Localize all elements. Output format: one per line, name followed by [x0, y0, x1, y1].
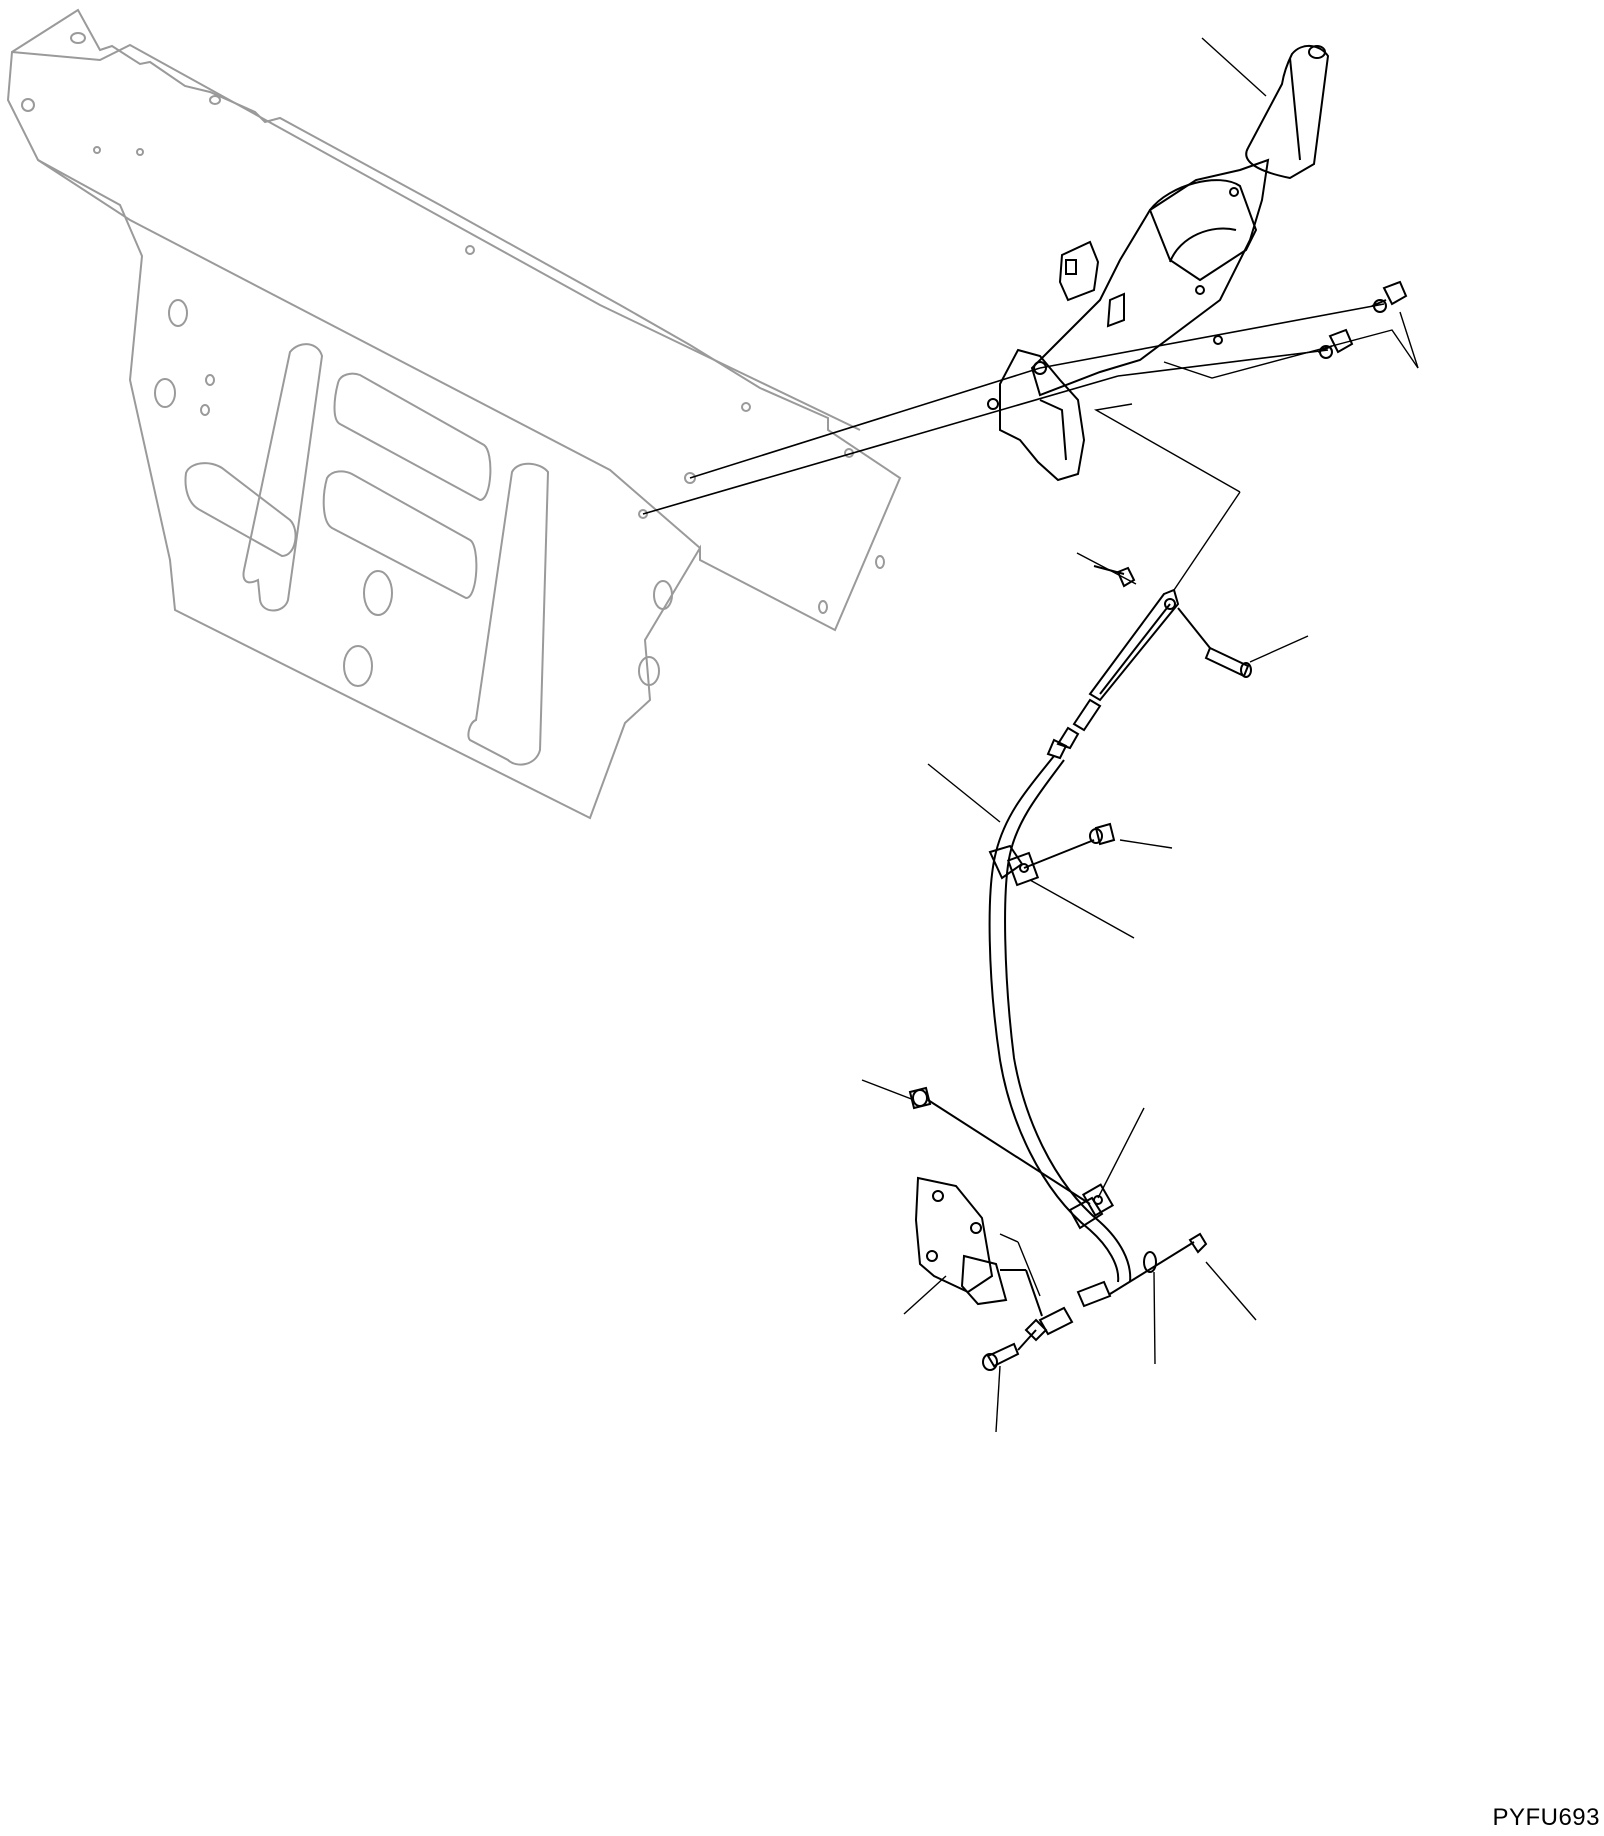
console-panel	[6, 8, 902, 820]
panel-hole	[363, 570, 393, 616]
clamp-bolt	[1094, 822, 1116, 846]
cable-sheath	[988, 755, 1120, 1283]
panel-hole	[638, 509, 648, 519]
callout-washer	[1153, 1271, 1156, 1365]
ratchet-arc	[1169, 227, 1237, 263]
cable-fitting	[1072, 698, 1102, 732]
panel-hole	[684, 472, 696, 484]
panel-hole	[70, 32, 86, 44]
panel-outline	[6, 8, 902, 820]
cotter-pin	[1188, 1232, 1208, 1254]
callout-cable	[927, 763, 1001, 823]
brake-cable	[908, 565, 1252, 1371]
clamp-tab	[1081, 1183, 1115, 1217]
washer	[1143, 1251, 1157, 1273]
cable-clamp-upper	[988, 844, 1024, 880]
callout-clamp	[1029, 879, 1135, 939]
switch-terminal	[1065, 259, 1077, 275]
panel-rib	[322, 470, 478, 600]
lever-body	[1030, 158, 1270, 397]
callout-cable-to-lever	[1093, 403, 1241, 493]
lever-assembly	[987, 45, 1330, 482]
panel-inner-edge	[37, 159, 701, 549]
pawl	[1106, 292, 1125, 328]
cable-bracket	[914, 1176, 1043, 1317]
lower-clevis-pin	[986, 1342, 1020, 1368]
lever-grip-contour	[1289, 57, 1301, 161]
cable-sheath	[1004, 759, 1132, 1283]
panel-hole	[205, 374, 215, 386]
panel-hole	[653, 580, 673, 610]
bracket-plate	[914, 1176, 994, 1294]
panel-rib	[467, 462, 550, 766]
mount-hole	[1213, 335, 1223, 345]
bolt	[1382, 280, 1408, 306]
panel-hole	[168, 299, 188, 327]
cable-nut	[1046, 738, 1068, 760]
cable-clevis	[1088, 588, 1180, 702]
callout-bracket	[903, 1275, 947, 1315]
callout-clevis-pin	[995, 1365, 1001, 1433]
panel-rib	[184, 462, 297, 558]
panel-hole	[21, 98, 35, 112]
panel-hole	[154, 378, 176, 408]
panel-hole	[136, 148, 144, 156]
bolt	[1328, 328, 1354, 354]
panel-hole	[818, 600, 828, 614]
mount-hole	[1033, 361, 1047, 375]
sector-plate	[1148, 179, 1258, 282]
clamp-tab	[1006, 851, 1040, 887]
callout-pin	[1249, 635, 1309, 663]
panel-hole	[741, 402, 751, 412]
panel-hole	[343, 645, 373, 687]
callout-cotter-pin	[1205, 1261, 1257, 1321]
panel-hole	[465, 245, 475, 255]
clip-pin	[1116, 566, 1136, 588]
panel-hole	[209, 95, 221, 105]
mount-hole	[987, 398, 999, 410]
bracket-tab	[960, 1254, 1008, 1306]
panel-rib	[333, 372, 492, 502]
callout-lever-bolts	[1163, 329, 1419, 379]
callout-clamp-bolt	[1119, 839, 1173, 849]
bolt-alignment-lines	[642, 303, 1385, 515]
mount-hole	[1195, 285, 1205, 295]
cable-fitting	[1056, 726, 1080, 750]
panel-hole	[638, 656, 660, 686]
panel-hole	[875, 555, 885, 569]
mount-bracket-tab	[1039, 399, 1067, 461]
panel-rib	[242, 343, 324, 612]
cable-end-fitting	[1076, 1280, 1112, 1308]
lever-bolts	[1317, 280, 1408, 359]
grip-end-cap	[1308, 45, 1326, 59]
callout-lower-clamp	[1097, 1107, 1145, 1199]
switch-body	[1058, 240, 1100, 302]
lever-grip	[1245, 45, 1330, 180]
callout-lower-bolt	[861, 1079, 915, 1101]
clevis-hole	[1164, 598, 1176, 610]
panel-hole	[200, 404, 210, 416]
panel-hole	[93, 146, 101, 154]
cable-clevis-slot	[1099, 603, 1171, 695]
panel-top-flange	[11, 43, 861, 431]
cable-clamp-lower	[1068, 1196, 1104, 1230]
callout-lever-grip	[1201, 37, 1267, 97]
figure-code: PYFU693	[1492, 1804, 1600, 1831]
callout-lines	[861, 37, 1419, 1433]
mount-bracket	[999, 348, 1086, 482]
mount-hole	[1229, 187, 1239, 197]
cable-end-clevis	[1024, 1318, 1048, 1342]
